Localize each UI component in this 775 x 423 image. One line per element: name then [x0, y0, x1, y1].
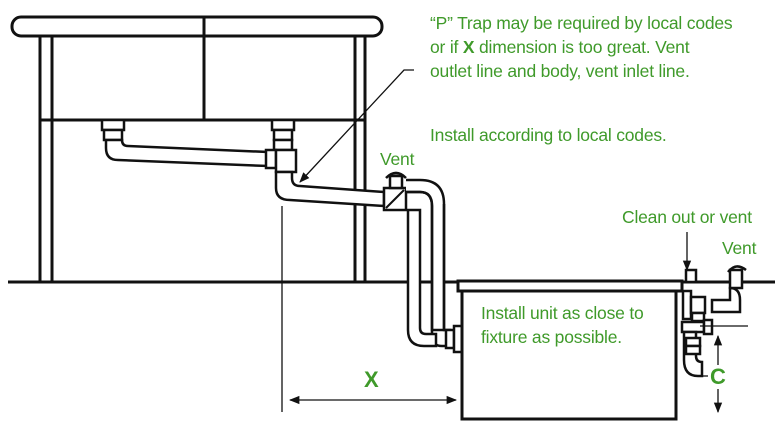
dimension-x-label: X — [364, 367, 379, 392]
interceptor-unit — [456, 279, 684, 421]
unit-note: Install unit as close to fixture as poss… — [481, 301, 644, 349]
unit-note-line-1: Install unit as close to — [481, 303, 644, 323]
trap-note-x-symbol: X — [462, 37, 475, 57]
unit-note-line-2: fixture as possible. — [481, 327, 622, 347]
install-codes-note: Install according to local codes. — [430, 125, 667, 145]
trap-note-line-3: outlet line and body, vent inlet line. — [430, 61, 690, 81]
trap-note-line-1: “P” Trap may be required by local codes — [430, 13, 733, 33]
vent-label-left: Vent — [380, 149, 415, 169]
annotation-lines — [281, 69, 748, 414]
trap-note: “P” Trap may be required by local codes … — [430, 11, 733, 83]
trap-note-line-2-post: dimension is too great. Vent — [474, 37, 690, 57]
clean-out-label: Clean out or vent — [622, 207, 752, 227]
vent-label-right: Vent — [722, 238, 757, 258]
trap-note-line-2-pre: or if — [430, 37, 463, 57]
drain-pipes — [100, 118, 464, 354]
sink — [10, 15, 384, 282]
dimension-c-label: C — [708, 364, 728, 389]
trap-note-line-2: or if X dimension is too great. Vent — [430, 35, 732, 59]
outlet-piping — [680, 265, 747, 378]
